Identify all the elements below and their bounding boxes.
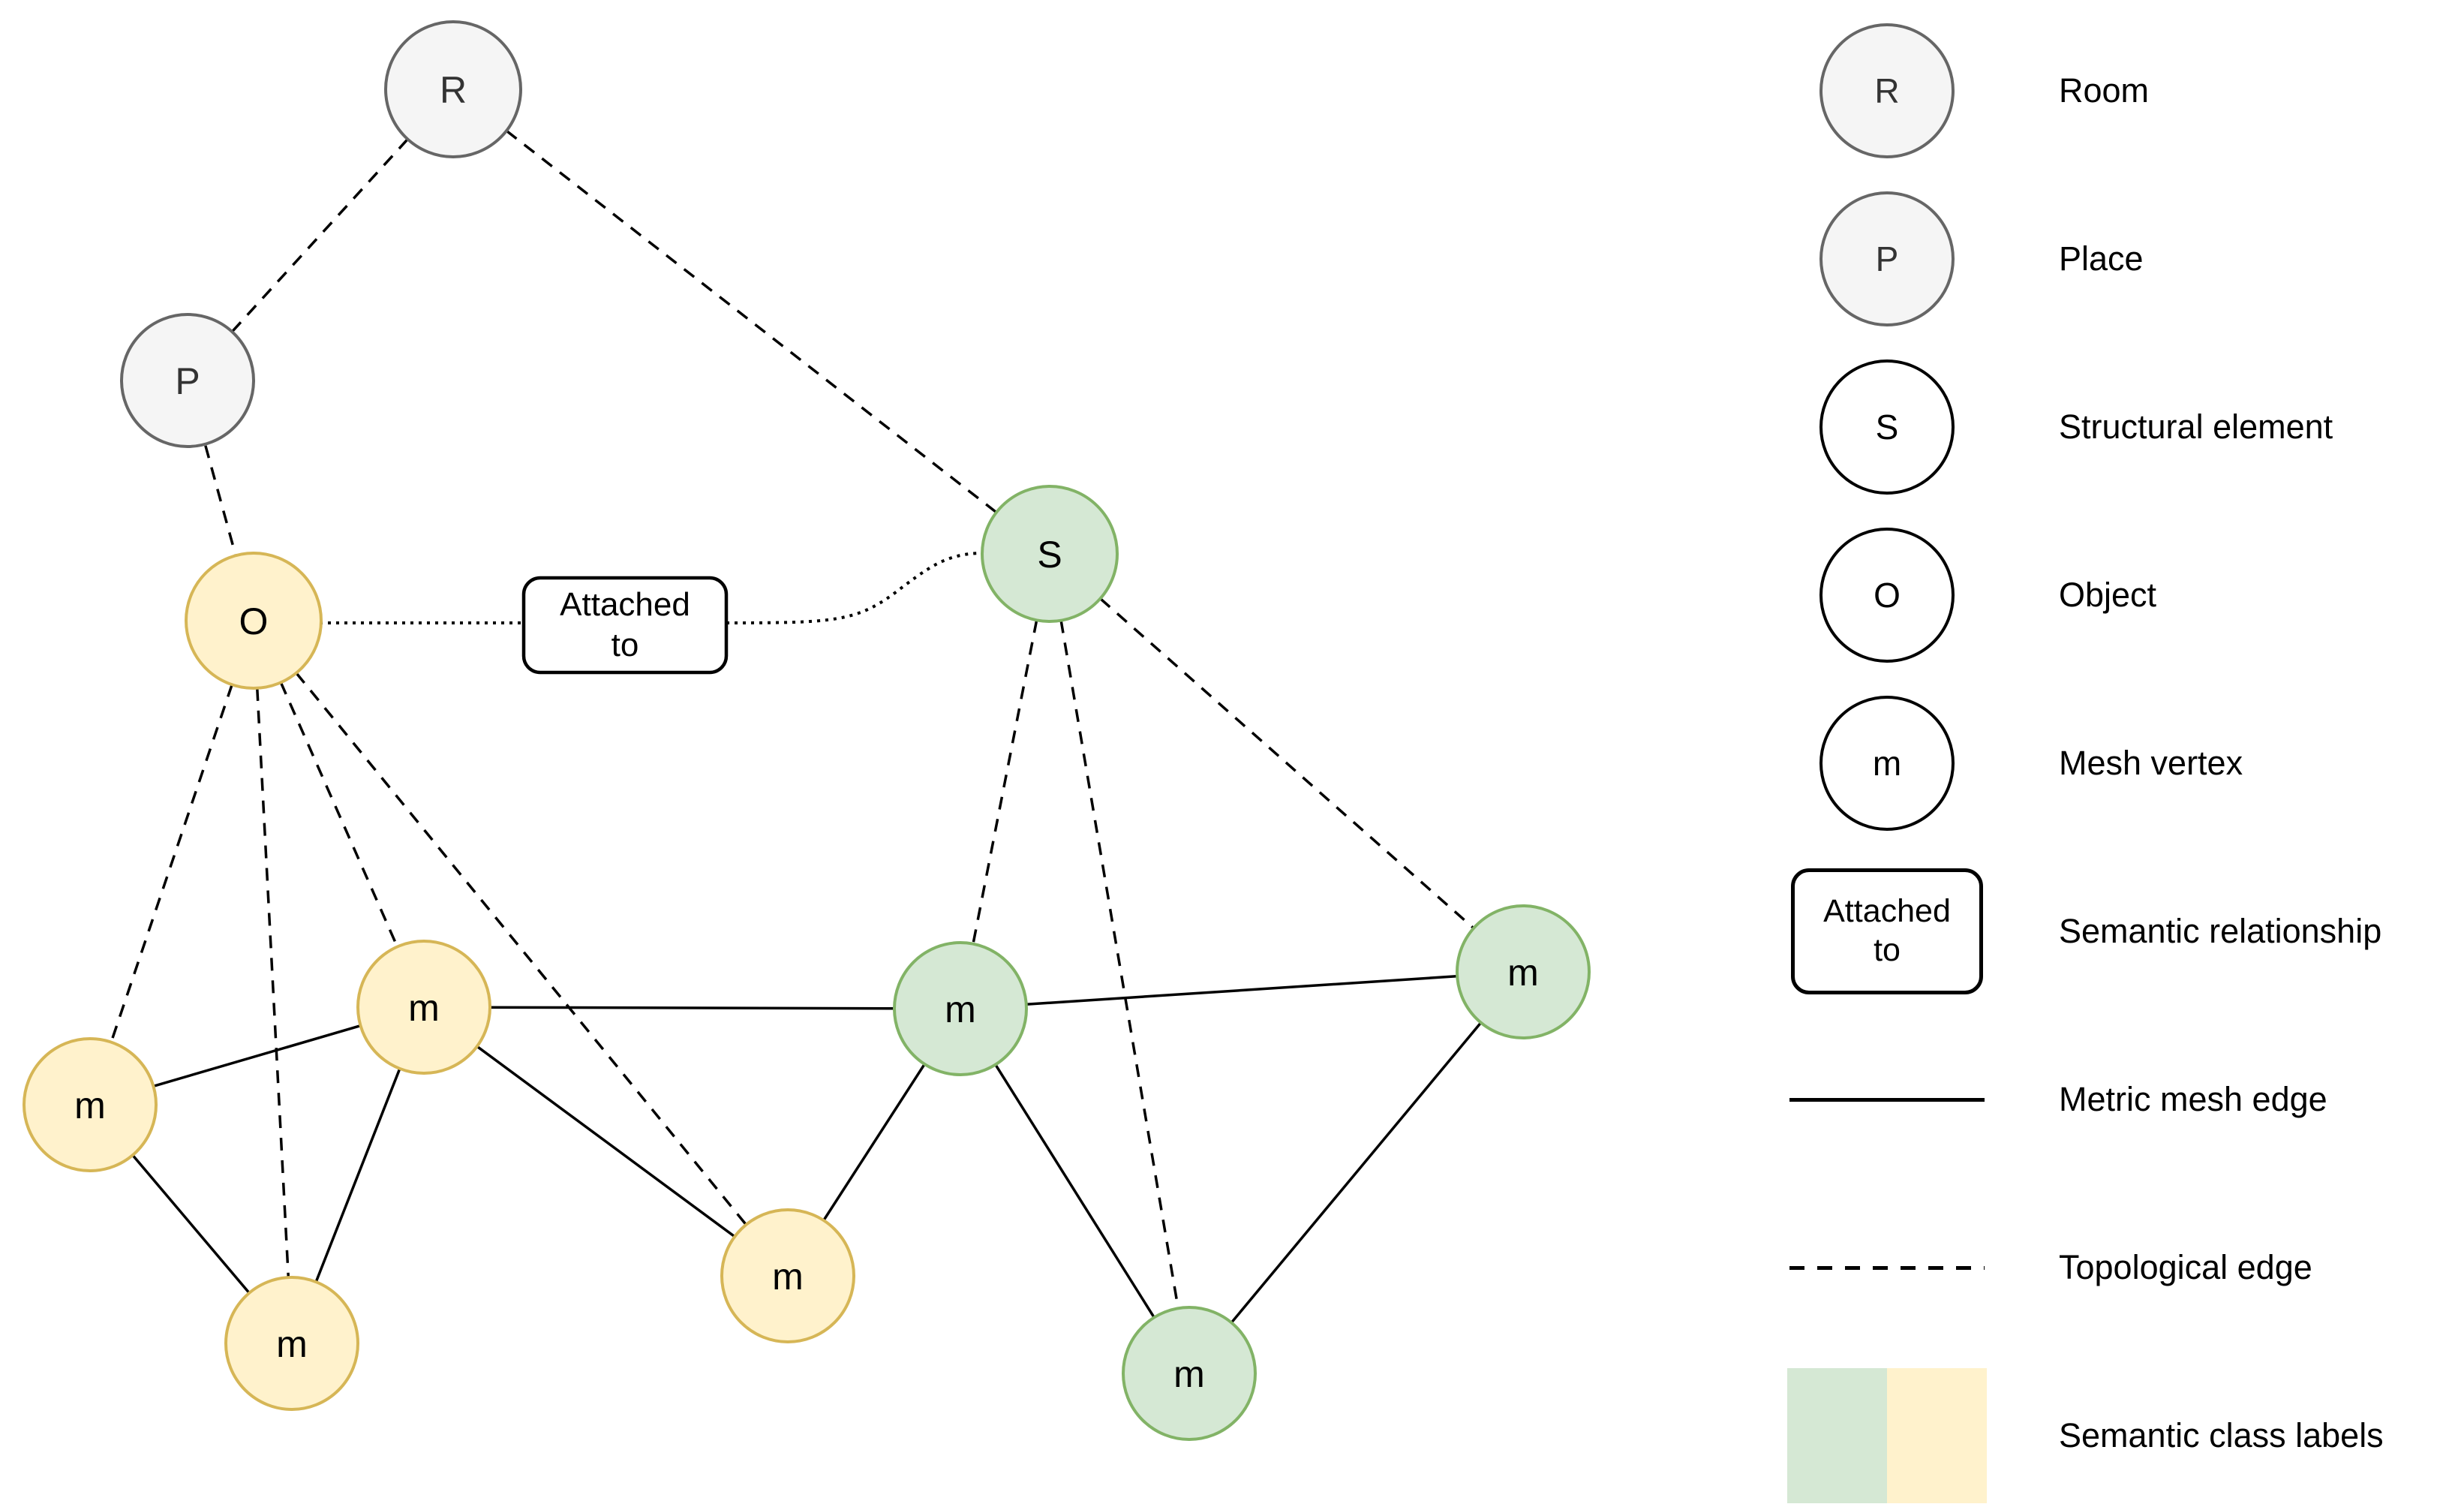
- legend-item-object: O Object: [1787, 511, 2384, 679]
- legend-label-place: Place: [2059, 239, 2144, 278]
- node-circle-P: [120, 313, 255, 448]
- node-label-R: R: [440, 69, 467, 111]
- topological-edge-R-S: [452, 88, 1051, 555]
- legend-label-room: Room: [2059, 71, 2150, 110]
- node-label-S: S: [1037, 534, 1062, 576]
- legend-item-semantic-class-labels: Semantic class labels: [1787, 1352, 2384, 1507]
- legend-class-color-swatches-icon: [1787, 1368, 1987, 1503]
- legend-node-letter-structural-element: S: [1875, 408, 1899, 447]
- node-m4: m: [720, 1208, 855, 1343]
- node-circle-m7: [1122, 1306, 1257, 1441]
- metric-mesh-edge-m5-m6: [960, 970, 1524, 1010]
- legend-node-icon-object: O: [1819, 528, 1955, 663]
- legend-item-topological-edge: Topological edge: [1787, 1184, 2384, 1352]
- legend-label-object: Object: [2059, 576, 2157, 614]
- legend-swatch-metric-mesh-edge: [1787, 1097, 1987, 1102]
- node-label-m3: m: [276, 1323, 308, 1365]
- node-m5: m: [893, 941, 1028, 1076]
- topological-edge-O-m3: [252, 620, 293, 1344]
- metric-mesh-edge-m1-m4: [422, 1006, 789, 1277]
- legend-label-semantic-class-labels: Semantic class labels: [2059, 1416, 2384, 1454]
- node-label-m5: m: [945, 988, 976, 1030]
- metric-mesh-edge-m5-m7: [959, 1008, 1191, 1374]
- legend-label-mesh-vertex: Mesh vertex: [2059, 744, 2243, 782]
- metric-mesh-edge-m6-m7: [1188, 970, 1525, 1375]
- legend-swatch-topological-edge: [1787, 1265, 1987, 1270]
- node-m1: m: [356, 940, 491, 1075]
- legend-relationship-box-text: Attached to: [1823, 893, 1951, 968]
- legend-node-icon-place: P: [1819, 191, 1955, 326]
- node-m6: m: [1456, 904, 1591, 1039]
- attached-to-box-line2: to: [611, 627, 639, 663]
- node-O: O: [185, 552, 323, 690]
- topological-edge-O-m2: [89, 620, 255, 1105]
- node-label-m6: m: [1507, 952, 1539, 994]
- legend-item-mesh-vertex: m Mesh vertex: [1787, 679, 2384, 847]
- legend-node-icon-room: R: [1819, 23, 1955, 158]
- legend-label-structural-element: Structural element: [2059, 408, 2333, 446]
- node-circle-m4: [720, 1208, 855, 1343]
- legend-dashed-line-icon: [1789, 1265, 1985, 1270]
- legend-swatch-place: P: [1787, 191, 1987, 326]
- legend-node-icon-mesh-vertex: m: [1819, 696, 1955, 831]
- legend-swatch-semantic-class-labels: [1787, 1368, 1987, 1503]
- node-circle-m2: [23, 1037, 158, 1172]
- node-circle-R: [384, 20, 522, 158]
- legend-item-semantic-relationship: Attached to Semantic relationship: [1787, 847, 2384, 1015]
- legend-label-metric-mesh-edge: Metric mesh edge: [2059, 1080, 2327, 1118]
- legend-class-color-yellow: [1887, 1368, 1987, 1503]
- legend-class-color-green: [1787, 1368, 1887, 1503]
- node-circle-m1: [356, 940, 491, 1075]
- node-label-O: O: [239, 600, 269, 642]
- node-R: R: [384, 20, 522, 158]
- legend-label-semantic-relationship: Semantic relationship: [2059, 912, 2382, 950]
- node-m3: m: [224, 1276, 359, 1411]
- node-label-m1: m: [408, 987, 440, 1029]
- topological-edge-S-m7: [1048, 553, 1191, 1374]
- legend-node-letter-object: O: [1874, 576, 1901, 615]
- legend-swatch-semantic-relationship: Attached to: [1787, 868, 1987, 994]
- topological-edge-O-m4: [252, 619, 789, 1277]
- legend-swatch-room: R: [1787, 23, 1987, 158]
- node-S: S: [981, 485, 1119, 623]
- node-circle-m6: [1456, 904, 1591, 1039]
- node-m2: m: [23, 1037, 158, 1172]
- node-circle-S: [981, 485, 1119, 623]
- legend-node-letter-room: R: [1874, 71, 1900, 110]
- node-label-m7: m: [1173, 1353, 1205, 1395]
- legend-item-place: P Place: [1787, 175, 2384, 343]
- metric-mesh-edge-m1-m5: [423, 1006, 961, 1010]
- legend-swatch-structural-element: S: [1787, 359, 1987, 495]
- legend-node-letter-place: P: [1875, 239, 1899, 278]
- topological-edge-S-m6: [1048, 552, 1525, 973]
- legend-node-letter-mesh-vertex: m: [1872, 744, 1902, 783]
- node-label-m2: m: [74, 1084, 106, 1126]
- legend-label-topological-edge: Topological edge: [2059, 1248, 2312, 1286]
- node-circle-O: [185, 552, 323, 690]
- topological-edge-S-m5: [959, 553, 1051, 1009]
- legend-swatch-mesh-vertex: m: [1787, 696, 1987, 831]
- legend-node-icon-structural-element: S: [1819, 359, 1955, 495]
- node-P: P: [120, 313, 255, 448]
- legend-item-structural-element: S Structural element: [1787, 343, 2384, 511]
- node-circle-m3: [224, 1276, 359, 1411]
- legend-solid-line-icon: [1789, 1097, 1985, 1102]
- semantic-relationship-connector-right: [726, 552, 984, 624]
- legend-item-room: R Room: [1787, 7, 2384, 175]
- legend-relationship-box-icon: Attached to: [1791, 868, 1983, 994]
- node-label-m4: m: [772, 1256, 804, 1298]
- topological-edge-O-m1: [252, 620, 425, 1008]
- node-label-P: P: [175, 360, 200, 402]
- node-m7: m: [1122, 1306, 1257, 1441]
- attached-to-box: Attached to: [521, 576, 729, 675]
- attached-to-box-line1: Attached: [560, 586, 690, 623]
- legend-swatch-object: O: [1787, 528, 1987, 663]
- attached-to-box-rect: [521, 576, 729, 675]
- node-circle-m5: [893, 941, 1028, 1076]
- legend-item-metric-mesh-edge: Metric mesh edge: [1787, 1015, 2384, 1184]
